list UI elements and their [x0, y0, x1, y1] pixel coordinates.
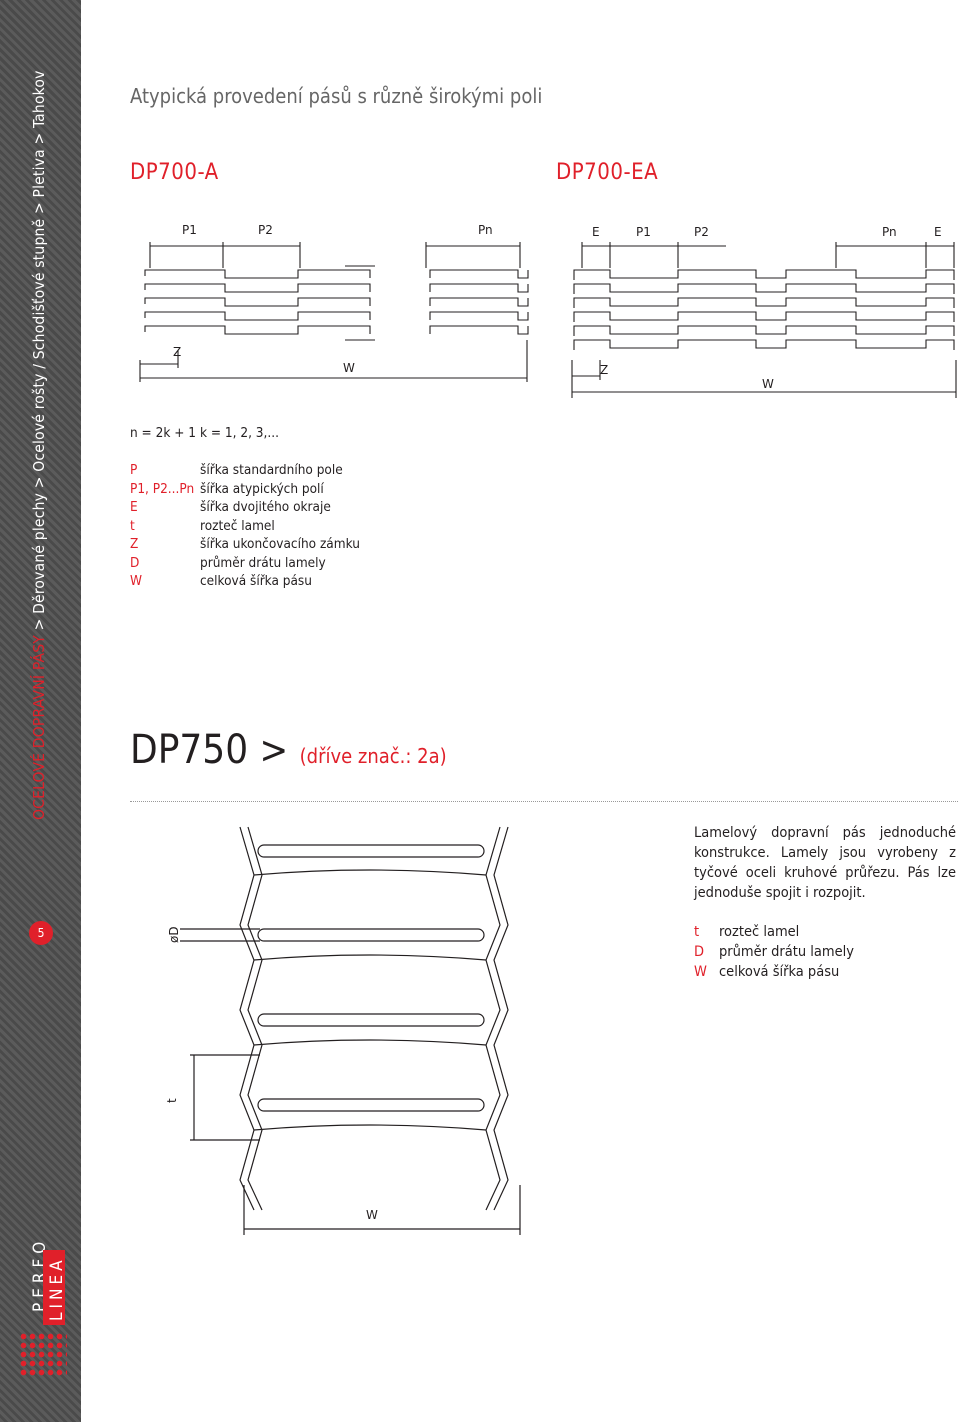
legend-text: průměr drátu lamely: [200, 554, 326, 571]
legend-key: W: [130, 573, 143, 589]
logo-word-linea: LINEA: [47, 1256, 67, 1321]
label-w-dp750: W: [366, 1208, 378, 1222]
label-pn-ea: Pn: [882, 225, 897, 239]
page-number: 5: [29, 921, 53, 945]
logo-red-box: [43, 1250, 65, 1325]
legend-text: šířka dvojitého okraje: [200, 499, 331, 515]
legend-key: D: [694, 944, 705, 960]
label-p1: P1: [182, 223, 197, 237]
diagram-dp750: øD t W: [165, 826, 521, 1235]
legend-text: rozteč lamel: [719, 924, 800, 940]
label-p2-ea: P2: [694, 225, 709, 239]
label-pn: Pn: [478, 223, 493, 237]
sidebar-section: OCELOVÉ DOPRAVNÍ PÁSY: [30, 635, 48, 820]
legend-row: t rozteč lamel: [694, 922, 854, 942]
logo: PERFO LINEA: [14, 1237, 68, 1380]
legend-text: šířka standardního pole: [200, 462, 343, 478]
legend-text: k = 1, 2, 3,...: [200, 425, 279, 441]
diagram-dp700a: P1 P2 Pn Z W: [139, 223, 529, 382]
model-dp700a-title: DP700-A: [130, 160, 219, 185]
label-w: W: [343, 361, 355, 375]
legend-row: [130, 443, 360, 462]
label-e-left: E: [592, 225, 600, 239]
legend-text: šířka ukončovacího zámku: [200, 536, 360, 552]
legend-key: P1, P2...Pn: [130, 480, 195, 497]
diagram-dp700ea: E P1 P2 Pn E Z W: [571, 225, 957, 398]
legend-text: celková šířka pásu: [719, 964, 840, 980]
legend-text: šířka atypických polí: [200, 480, 324, 497]
logo-dots: [19, 1332, 67, 1376]
label-od: øD: [167, 926, 181, 943]
sidebar-breadcrumb-rest: > Děrované plechy > Ocelové rošty / Scho…: [30, 70, 48, 636]
label-z: Z: [173, 345, 181, 359]
dp750-description: Lamelový dopravní pás jednoduché konstru…: [694, 825, 956, 901]
dotted-divider: [130, 801, 958, 802]
dp750-model: DP750: [130, 727, 249, 773]
model-dp700ea-title: DP700-EA: [556, 160, 659, 185]
legend-key: Z: [130, 536, 139, 552]
legend-key: n = 2k + 1: [130, 425, 196, 441]
legend-text: celková šířka pásu: [200, 573, 312, 589]
label-p1-ea: P1: [636, 225, 651, 239]
legend-key: W: [694, 964, 707, 980]
sidebar: OCELOVÉ DOPRAVNÍ PÁSY > Děrované plechy …: [0, 0, 81, 1422]
legend-key: [130, 443, 200, 462]
legend-key: E: [130, 499, 138, 515]
legend-key: D: [130, 554, 140, 571]
dp750-subtitle: (dříve znač.: 2a): [299, 744, 447, 768]
legend-key: t: [694, 924, 700, 940]
legend-key: P: [130, 462, 138, 478]
label-w-ea: W: [762, 377, 774, 391]
legend-text: rozteč lamel: [200, 517, 275, 534]
legend-row: P1, P2...Pn šířka atypických polí: [130, 480, 360, 499]
label-z-ea: Z: [600, 363, 608, 377]
dp750-title: DP750 > (dříve znač.: 2a): [130, 727, 447, 773]
page-heading: Atypická provedení pásů s různě širokými…: [130, 84, 543, 108]
sidebar-breadcrumb: OCELOVÉ DOPRAVNÍ PÁSY > Děrované plechy …: [30, 70, 48, 820]
legend-key: t: [130, 517, 135, 534]
label-e-right: E: [934, 225, 942, 239]
label-t: t: [165, 1098, 179, 1103]
legend-text: průměr drátu lamely: [719, 944, 855, 960]
label-p2: P2: [258, 223, 273, 237]
dp750-arrow: >: [259, 728, 289, 772]
legend-row: t rozteč lamel: [130, 517, 360, 536]
